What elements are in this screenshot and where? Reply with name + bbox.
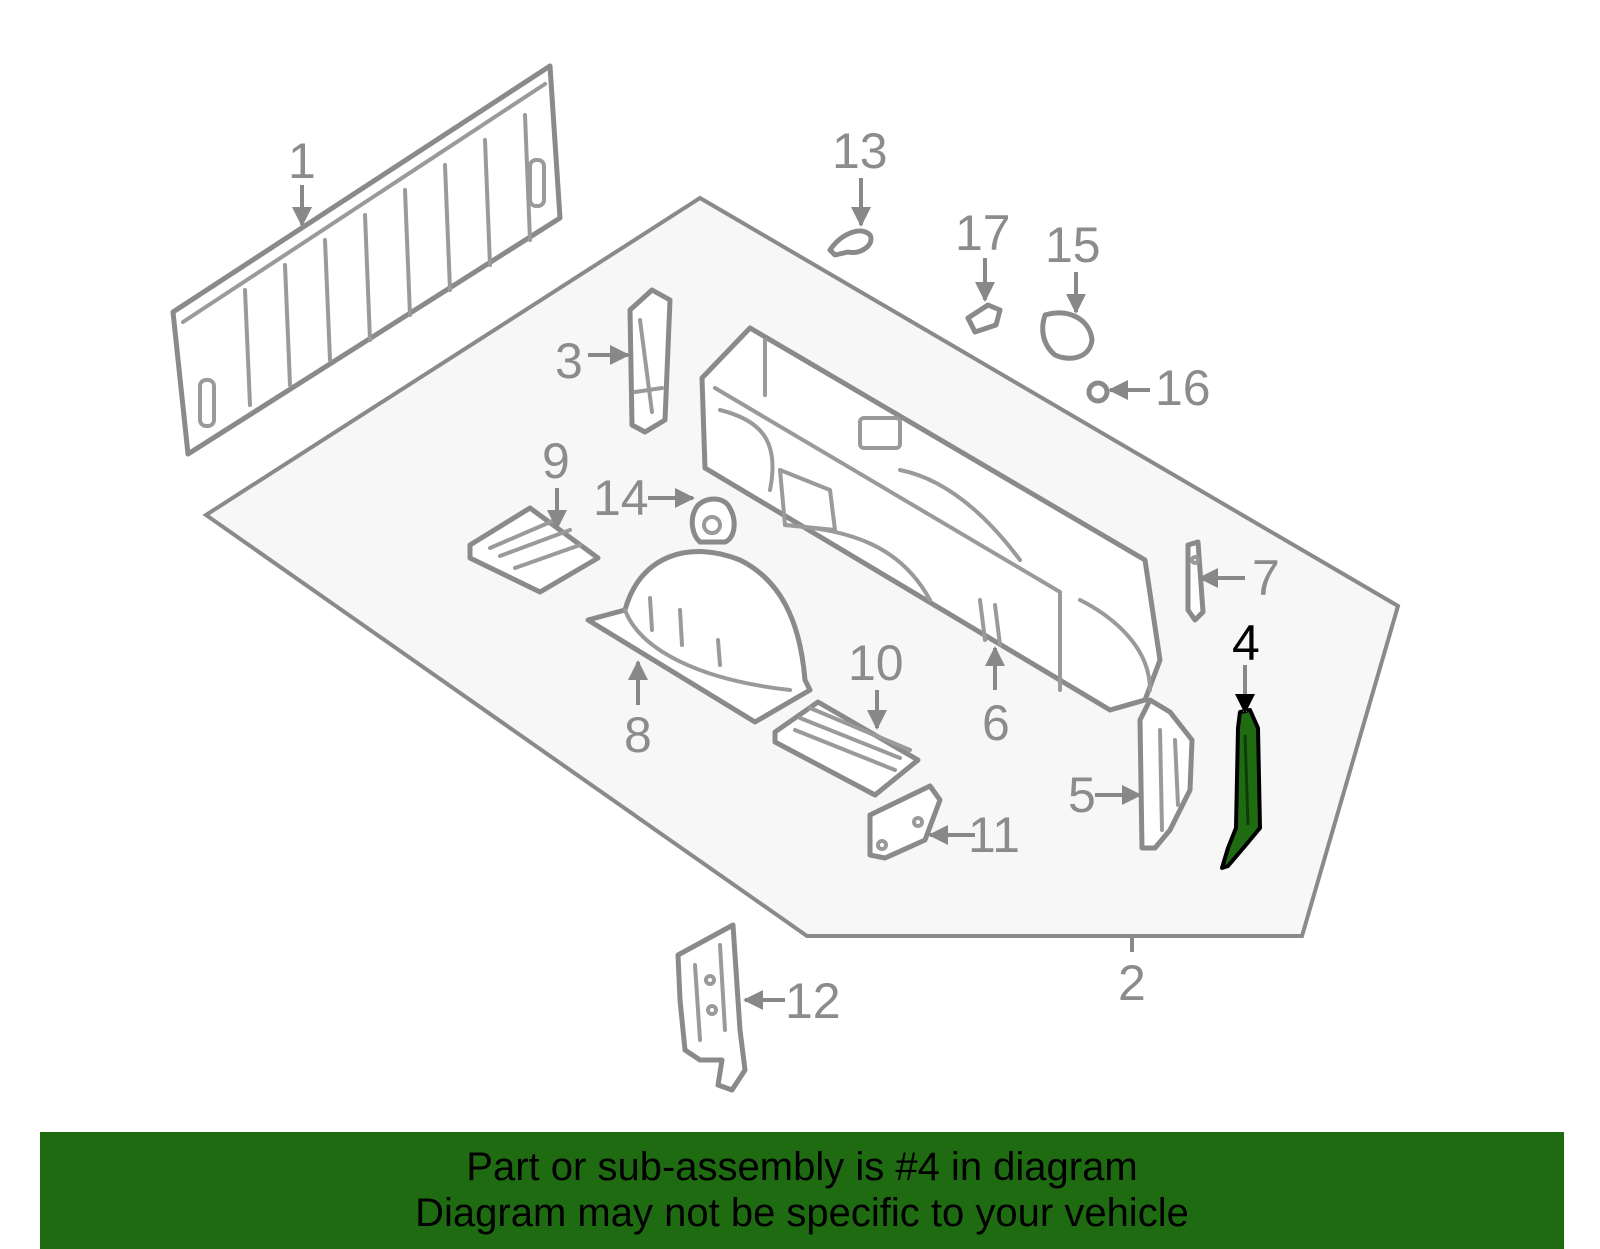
floor-assembly-outline bbox=[202, 195, 1401, 938]
part-9-plate bbox=[467, 505, 601, 595]
callout-6: 6 bbox=[982, 695, 1010, 751]
callout-16: 16 bbox=[1155, 360, 1211, 416]
part-7-bracket bbox=[1185, 539, 1206, 623]
callout-11: 11 bbox=[968, 807, 1020, 863]
callout-17: 17 bbox=[955, 205, 1011, 261]
part-10-plate bbox=[772, 699, 921, 798]
callout-7: 7 bbox=[1252, 550, 1280, 606]
callout-2: 2 bbox=[1118, 955, 1146, 1011]
callout-12: 12 bbox=[785, 973, 841, 1029]
leader-lines bbox=[292, 178, 1255, 1010]
part-14-grommet bbox=[689, 496, 737, 545]
part-1-front-panel bbox=[170, 63, 563, 457]
part-3-bracket bbox=[627, 287, 673, 435]
part-6-side-panel bbox=[699, 325, 1163, 713]
part-11-bracket bbox=[867, 783, 943, 861]
info-banner: Part or sub-assembly is #4 in diagram Di… bbox=[40, 1132, 1564, 1249]
part-8-wheelhouse bbox=[585, 549, 813, 725]
callout-15: 15 bbox=[1045, 217, 1101, 273]
part-16-plug bbox=[1086, 380, 1110, 404]
callout-9: 9 bbox=[542, 433, 570, 489]
part-15-cover bbox=[1040, 310, 1095, 361]
part-17-cap bbox=[965, 302, 1003, 335]
banner-line-2: Diagram may not be specific to your vehi… bbox=[415, 1191, 1189, 1235]
callout-13: 13 bbox=[832, 123, 888, 179]
callout-5: 5 bbox=[1068, 767, 1096, 823]
callout-4: 4 bbox=[1232, 615, 1260, 671]
callout-3: 3 bbox=[555, 333, 583, 389]
callout-1: 1 bbox=[288, 133, 316, 189]
part-5-bracket bbox=[1137, 697, 1195, 851]
part-13-clip bbox=[827, 228, 874, 258]
callout-14: 14 bbox=[593, 470, 649, 526]
callout-8: 8 bbox=[624, 707, 652, 763]
banner-line-1: Part or sub-assembly is #4 in diagram bbox=[466, 1145, 1138, 1189]
part-4-highlighted bbox=[1220, 708, 1262, 870]
part-12-bracket bbox=[675, 922, 748, 1093]
callout-10: 10 bbox=[848, 635, 904, 691]
